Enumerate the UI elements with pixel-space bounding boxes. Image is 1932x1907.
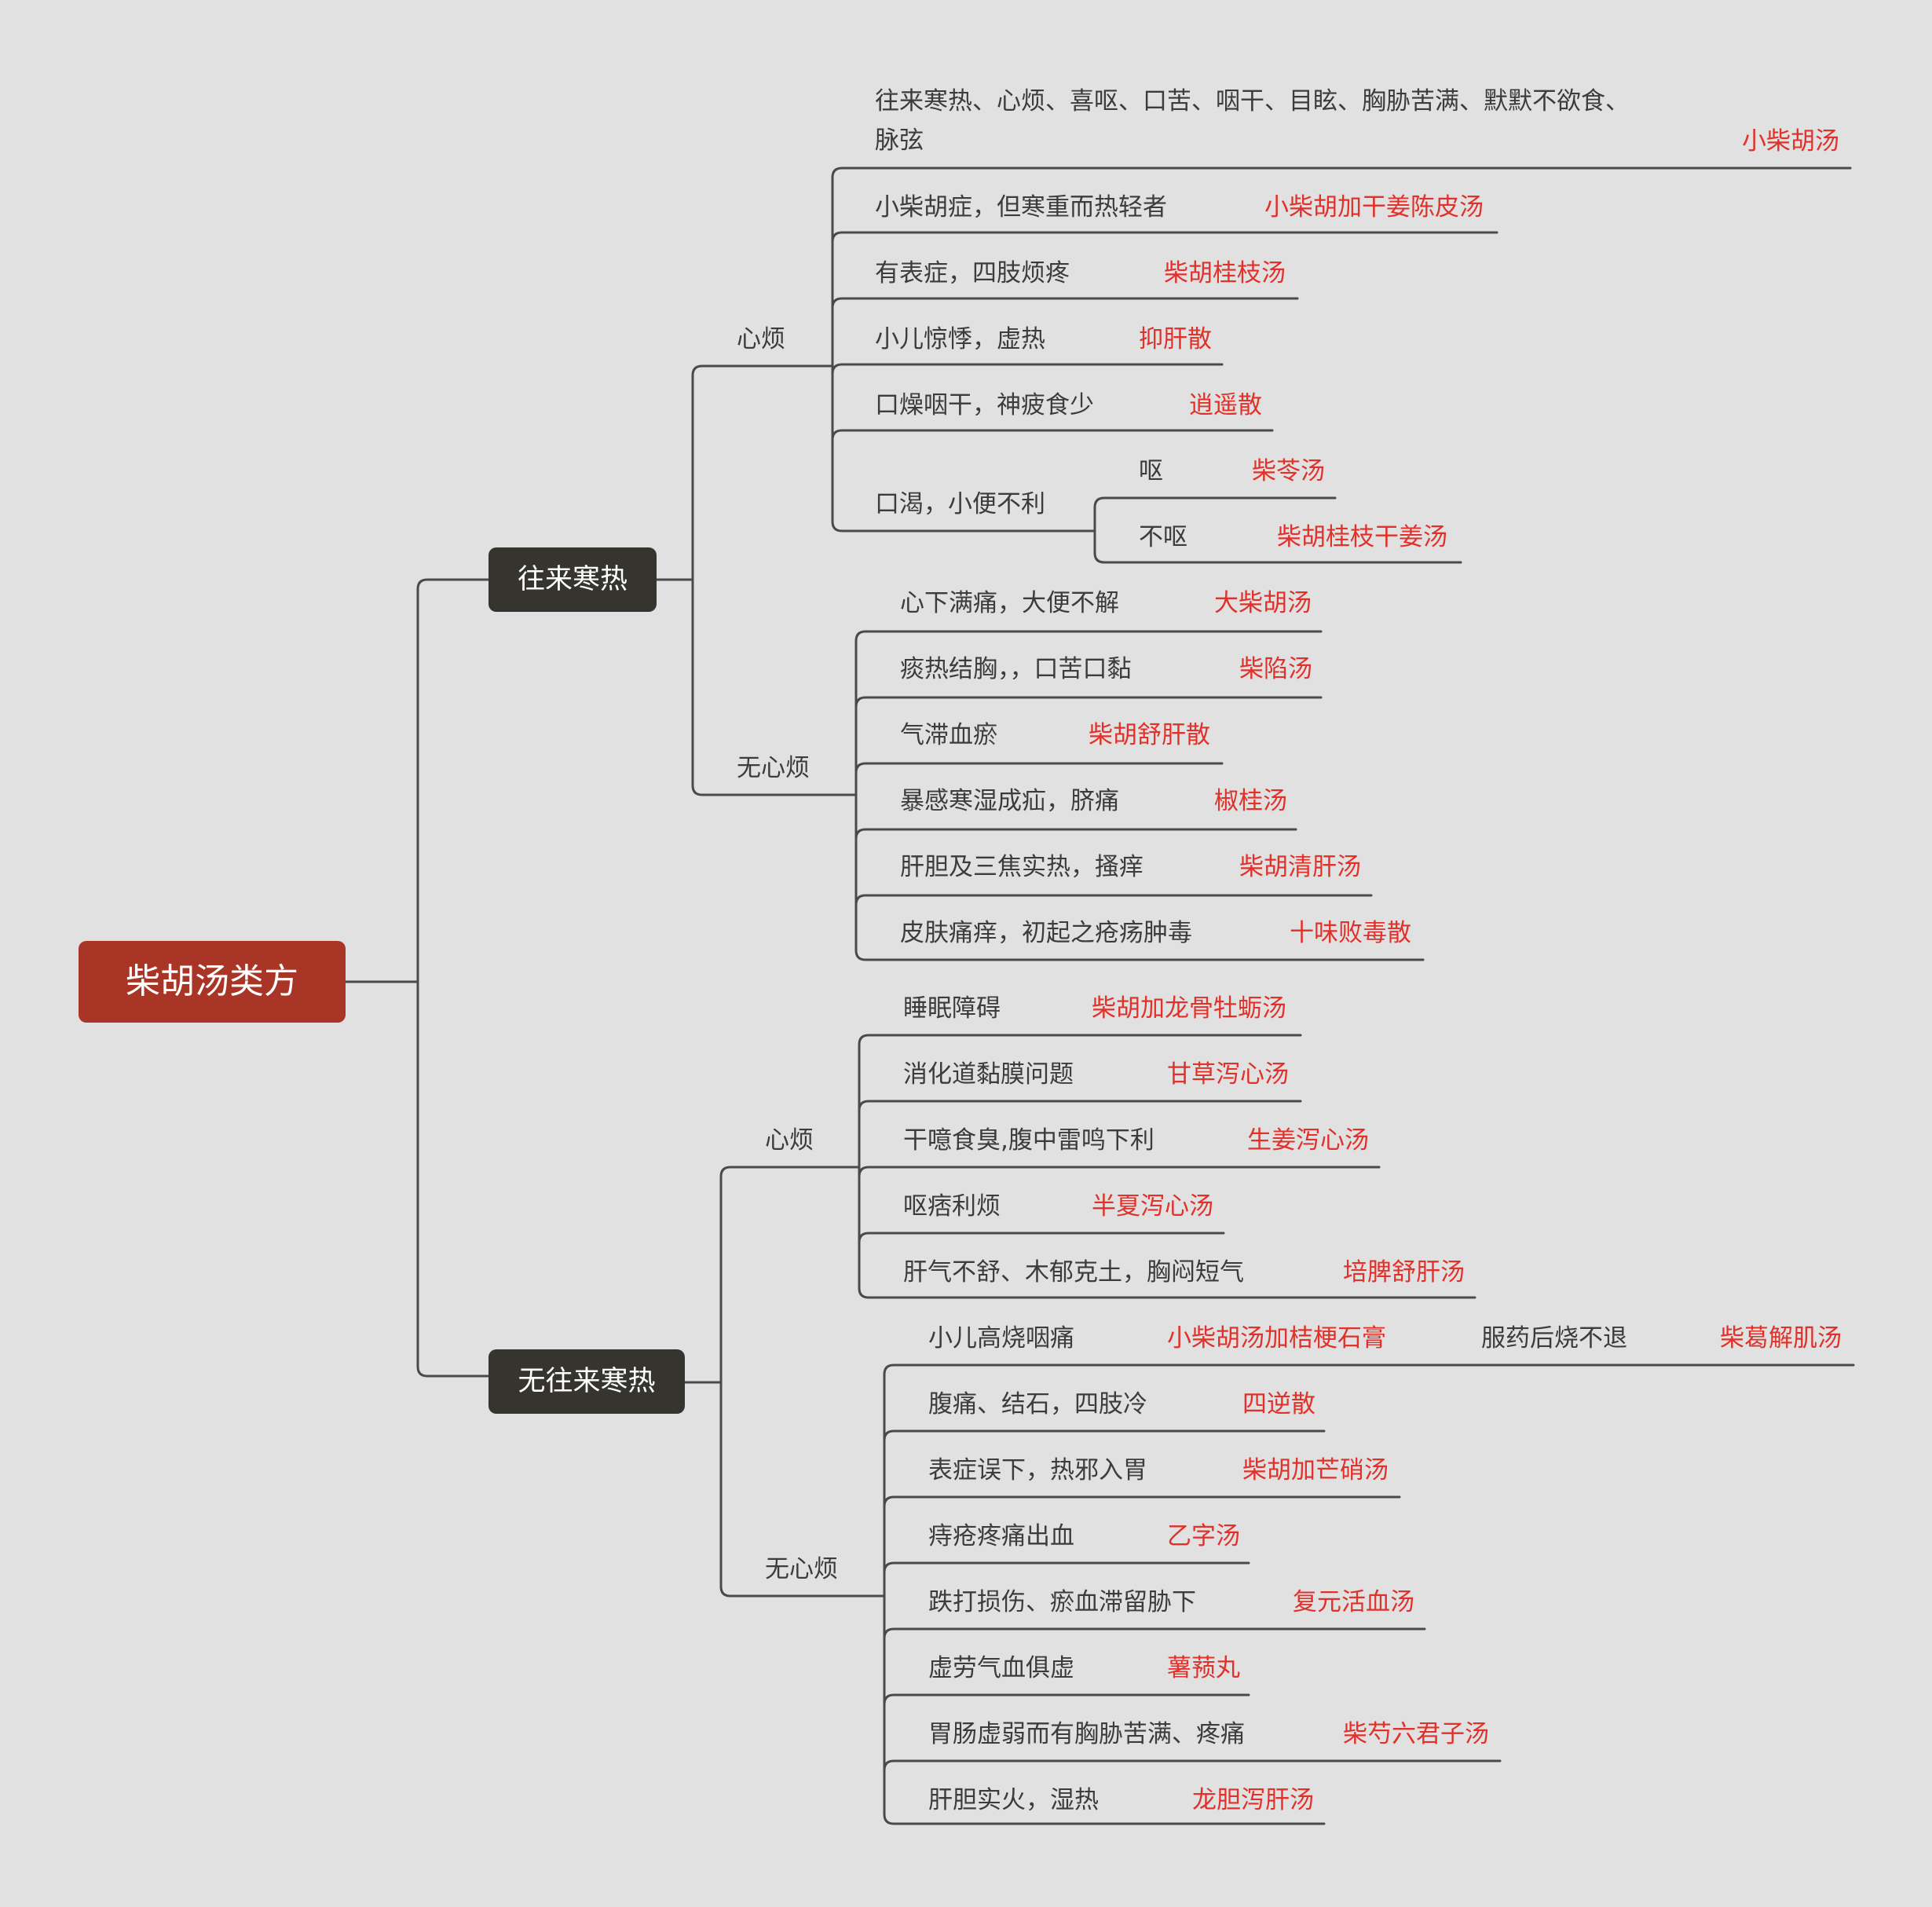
- formula-label[interactable]: 柴芍六君子汤: [1343, 1720, 1489, 1748]
- formula-label[interactable]: 甘草泻心汤: [1167, 1060, 1289, 1089]
- symptom-label[interactable]: 干噫食臭,腹中雷鸣下利: [903, 1126, 1154, 1155]
- symptom-label[interactable]: 痰热结胸，，口苦口黏: [900, 655, 1132, 683]
- formula-label[interactable]: 四逆散: [1242, 1390, 1315, 1418]
- symptom-label[interactable]: 小儿惊悸，虚热: [875, 325, 1045, 353]
- symptom-label[interactable]: 跌打损伤、瘀血滞留胁下: [928, 1588, 1196, 1616]
- formula-label[interactable]: 薯蓣丸: [1167, 1654, 1240, 1682]
- root-node[interactable]: 柴胡汤类方: [79, 941, 346, 1023]
- formula-label[interactable]: 乙字汤: [1167, 1522, 1240, 1550]
- formula-label[interactable]: 小柴胡汤: [1742, 127, 1839, 156]
- symptom-label[interactable]: 暴感寒湿成疝，脐痛: [900, 787, 1119, 815]
- formula-label[interactable]: 椒桂汤: [1214, 787, 1287, 815]
- symptom-label[interactable]: 睡眠障碍: [903, 994, 1001, 1023]
- symptom-label[interactable]: 口渴，小便不利: [875, 490, 1045, 518]
- group-label-irritability[interactable]: 心烦: [765, 1126, 814, 1155]
- group-label-irritability[interactable]: 心烦: [737, 325, 785, 353]
- symptom-label[interactable]: 肝胆及三焦实热，搔痒: [900, 853, 1143, 881]
- symptom-label[interactable]: 心下满痛，大便不解: [900, 589, 1119, 617]
- symptom-label[interactable]: 有表症，四肢烦疼: [875, 259, 1070, 287]
- formula-label[interactable]: 十味败毒散: [1290, 919, 1411, 947]
- formula-label[interactable]: 半夏泻心汤: [1092, 1192, 1213, 1221]
- symptom-label[interactable]: 腹痛、结石，四肢冷: [928, 1390, 1147, 1418]
- formula-label[interactable]: 生姜泻心汤: [1247, 1126, 1369, 1155]
- group-label-no-irritability[interactable]: 无心烦: [765, 1555, 838, 1583]
- symptom-label[interactable]: 肝气不舒、木郁克土，胸闷短气: [903, 1258, 1244, 1287]
- symptom-label[interactable]: 虚劳气血俱虚: [928, 1654, 1074, 1682]
- sub-condition-label[interactable]: 不呕: [1139, 523, 1187, 551]
- formula-label[interactable]: 逍遥散: [1189, 391, 1262, 419]
- symptom-label[interactable]: 小儿高烧咽痛: [928, 1324, 1074, 1352]
- formula-label[interactable]: 柴胡舒肝散: [1089, 721, 1210, 749]
- symptom-label[interactable]: 表症误下，热邪入胃: [928, 1456, 1147, 1484]
- formula-label[interactable]: 柴苓汤: [1252, 457, 1325, 485]
- symptom-label[interactable]: 肝胆实火，湿热: [928, 1786, 1099, 1814]
- formula-label[interactable]: 柴葛解肌汤: [1720, 1324, 1842, 1352]
- symptom-label[interactable]: 胃肠虚弱而有胸胁苦满、疼痛: [928, 1720, 1245, 1748]
- branch-node-no-alternating-chills[interactable]: 无往来寒热: [488, 1349, 685, 1414]
- group-label-no-irritability[interactable]: 无心烦: [737, 754, 810, 782]
- symptom-label[interactable]: 皮肤痛痒，初起之疮疡肿毒: [900, 919, 1192, 947]
- symptom-label[interactable]: 往来寒热、心烦、喜呕、口苦、咽干、目眩、胸胁苦满、默默不欲食、脉弦: [875, 87, 1630, 155]
- symptom-label[interactable]: 口燥咽干，神疲食少: [875, 391, 1094, 419]
- branch-node-alternating-chills[interactable]: 往来寒热: [488, 547, 657, 612]
- sub-condition-label[interactable]: 呕: [1139, 457, 1163, 485]
- formula-label[interactable]: 抑肝散: [1139, 325, 1212, 353]
- symptom-label[interactable]: 气滞血瘀: [900, 721, 997, 749]
- symptom-label[interactable]: 消化道黏膜问题: [903, 1060, 1074, 1089]
- formula-label[interactable]: 柴胡加芒硝汤: [1242, 1456, 1389, 1484]
- formula-label[interactable]: 小柴胡加干姜陈皮汤: [1264, 193, 1484, 221]
- formula-label[interactable]: 龙胆泻肝汤: [1192, 1786, 1314, 1814]
- formula-label[interactable]: 柴胡加龙骨牡蛎汤: [1092, 994, 1286, 1023]
- formula-label[interactable]: 复元活血汤: [1293, 1588, 1414, 1616]
- symptom-label[interactable]: 痔疮疼痛出血: [928, 1522, 1074, 1550]
- follow-up-condition-label[interactable]: 服药后烧不退: [1481, 1324, 1627, 1352]
- formula-label[interactable]: 小柴胡汤加桔梗石膏: [1167, 1324, 1386, 1352]
- symptom-label[interactable]: 呕痞利烦: [903, 1192, 1001, 1221]
- formula-label[interactable]: 柴胡桂枝干姜汤: [1277, 523, 1447, 551]
- formula-label[interactable]: 大柴胡汤: [1214, 589, 1312, 617]
- formula-label[interactable]: 柴胡清肝汤: [1239, 853, 1361, 881]
- symptom-label[interactable]: 小柴胡症，但寒重而热轻者: [875, 193, 1167, 221]
- formula-label[interactable]: 培脾舒肝汤: [1343, 1258, 1465, 1287]
- formula-label[interactable]: 柴陷汤: [1239, 655, 1312, 683]
- formula-label[interactable]: 柴胡桂枝汤: [1164, 259, 1286, 287]
